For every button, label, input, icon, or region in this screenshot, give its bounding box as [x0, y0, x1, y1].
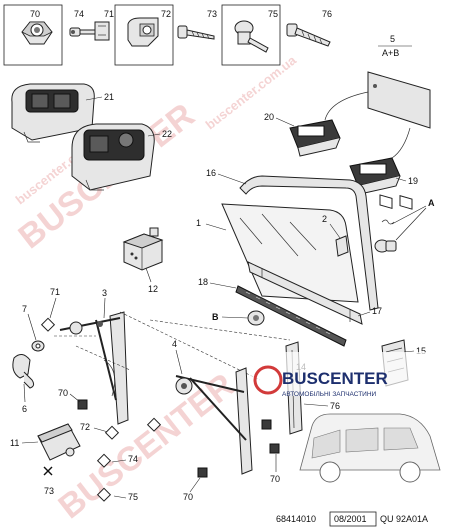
clip-nut-icon [94, 21, 110, 41]
callout-70c: 70 [270, 474, 280, 484]
variant-label: 5 A+B [378, 34, 412, 58]
marker-70-b [197, 467, 208, 478]
callout-21: 21 [104, 92, 114, 102]
callout-74: 74 [128, 454, 138, 464]
marker-73-b [43, 466, 53, 476]
variant-code: A+B [382, 48, 399, 58]
footer-ref: 68414010 [276, 514, 316, 524]
washer-7 [31, 340, 45, 352]
callout-75: 75 [128, 492, 138, 502]
crank-6 [12, 354, 35, 389]
callout-73: 73 [44, 486, 54, 496]
window-glass-1 [221, 203, 359, 303]
brand-b-icon [253, 365, 283, 395]
hex-nut-icon [21, 21, 53, 45]
clip-a [374, 219, 397, 253]
callout-7: 7 [22, 304, 27, 314]
marker-74 [96, 453, 112, 468]
relay-12 [122, 227, 164, 271]
callout-70a: 70 [58, 388, 68, 398]
footer-code: QU 92A01A [380, 514, 428, 524]
assembly-lines [54, 311, 291, 381]
grommet-b [247, 310, 265, 326]
callout-17: 17 [372, 306, 382, 316]
marker-70-a [77, 399, 88, 410]
marker-70-d [269, 443, 280, 454]
seal-strip-18 [235, 285, 347, 347]
motor-11 [37, 423, 81, 461]
cage-nut-icon [127, 17, 159, 47]
marker-70-c [261, 419, 272, 430]
callout-76: 76 [330, 401, 340, 411]
callout-22: 22 [162, 129, 172, 139]
marker-open-1 [146, 417, 162, 432]
callout-15: 15 [416, 346, 426, 356]
guide-2 [335, 235, 349, 257]
marker-75 [96, 487, 112, 502]
callout-1: 1 [196, 218, 201, 228]
callout-20: 20 [264, 112, 274, 122]
van-icon [299, 413, 441, 483]
regulator-3 [59, 311, 129, 425]
marker-71 [40, 317, 56, 332]
callout-4: 4 [172, 339, 177, 349]
callout-16: 16 [206, 168, 216, 178]
callout-12: 12 [148, 284, 158, 294]
brand-name: BUSCENTER [282, 369, 388, 388]
switch-20 [289, 119, 341, 157]
footer-date: 08/2001 [334, 514, 367, 524]
arrow-bezel-to-19 [391, 127, 411, 159]
callout-2: 2 [322, 214, 327, 224]
window-seal-16 [239, 175, 379, 311]
switch-bezel-5 [367, 71, 431, 210]
window-switch-21 [11, 83, 95, 143]
fastener-71-label: 71 [104, 9, 114, 19]
callout-18: 18 [198, 277, 208, 287]
brand-tagline: АВТОМОБІЛЬНІ ЗАПЧАСТИНИ [282, 391, 377, 398]
callout-B: B [212, 312, 219, 322]
arrow-bezel-to-20 [324, 91, 369, 121]
callout-6: 6 [22, 404, 27, 414]
stud-icon [234, 20, 269, 53]
marker-72 [104, 425, 120, 440]
fastener-72-label: 72 [161, 9, 171, 19]
fastener-row: 70 74 71 72 73 [3, 4, 332, 66]
variant-number: 5 [390, 34, 395, 44]
regulator-4 [175, 367, 253, 475]
lower-channel-17 [247, 261, 363, 325]
callout-3: 3 [102, 288, 107, 298]
window-switch-22 [71, 123, 155, 191]
callout-19: 19 [408, 176, 418, 186]
fastener-74-label: 74 [74, 9, 84, 19]
callout-72: 72 [80, 422, 90, 432]
fastener-70-label: 70 [30, 9, 40, 19]
callout-71: 71 [50, 287, 60, 297]
footer: 68414010 08/2001 QU 92A01A [276, 511, 428, 527]
callout-70b: 70 [183, 492, 193, 502]
fastener-75-label: 75 [268, 9, 278, 19]
brand-logo: BUSCENTER АВТОМОБІЛЬНІ ЗАПЧАСТИНИ [250, 352, 440, 398]
fastener-75-frame [221, 4, 281, 66]
fastener-73-label: 73 [207, 9, 217, 19]
fastener-76-label: 76 [322, 9, 332, 19]
footer-date-box [329, 511, 377, 527]
rivet-icon [69, 27, 97, 37]
callout-11: 11 [10, 438, 19, 448]
self-tapping-screw-icon [286, 23, 331, 47]
screw-icon [177, 25, 215, 40]
callout-A: A [428, 198, 435, 208]
